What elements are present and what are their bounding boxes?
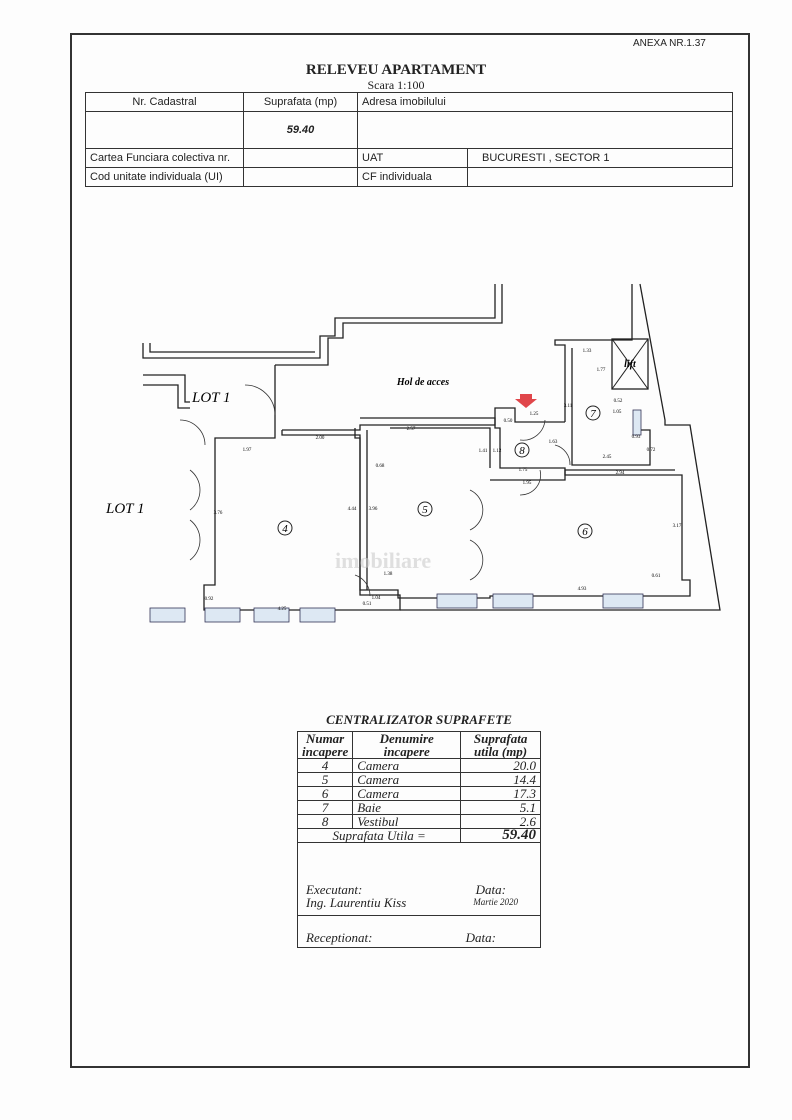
room-numbers: 4 5 6 7 8: [277, 405, 601, 539]
room-nr: 8: [296, 814, 354, 829]
adresa-label: Adresa imobilului: [357, 92, 733, 112]
lot-label-left: LOT 1: [105, 501, 145, 517]
dimension-label: 2.00: [316, 436, 325, 441]
hol-label: Hol de acces: [396, 377, 449, 388]
room-area: 20.0: [460, 758, 541, 773]
lift-label: lift: [624, 359, 637, 370]
data-label-2: Data:: [465, 930, 496, 945]
annex-label: ANEXA NR.1.37: [633, 38, 706, 49]
dimension-label: 4.44: [348, 507, 357, 512]
room-number: 8: [519, 445, 525, 457]
dimension-label: 0.92: [205, 597, 214, 602]
lift-shaft: lift: [611, 338, 649, 390]
dimension-label: 4.25: [278, 607, 287, 612]
dimension-label: 1.12: [493, 449, 502, 454]
entrance-arrow-icon: [515, 394, 537, 408]
dimension-label: 0.72: [647, 448, 656, 453]
scale-label: Scara 1:100: [367, 78, 425, 92]
room-number: 7: [590, 408, 596, 420]
data-value: Martie 2020: [473, 897, 518, 907]
dimension-label: 3.17: [673, 524, 682, 529]
cod-ui-label: Cod unitate individuala (UI): [85, 167, 244, 187]
dimension-label: 0.50: [504, 419, 513, 424]
room-area: 17.3: [460, 786, 541, 801]
dimension-label: 0.93: [632, 435, 641, 440]
dimension-label: 3.76: [214, 511, 223, 516]
header-table: Nr. Cadastral Suprafata (mp) Adresa imob…: [85, 92, 733, 187]
room-number: 4: [282, 523, 288, 535]
room-name: Vestibul: [352, 814, 462, 829]
suprafata-value: 59.40: [243, 111, 358, 149]
dimension-label: 0.68: [376, 464, 385, 469]
room-area: 14.4: [460, 772, 541, 787]
dimension-label: 1.38: [384, 572, 393, 577]
room-nr: 7: [296, 800, 354, 815]
total-value: 59.40: [460, 828, 541, 843]
dimension-label: 1.63: [549, 440, 558, 445]
room-number: 6: [582, 526, 588, 538]
walls: [142, 283, 721, 611]
dimension-label: 3.96: [369, 507, 378, 512]
page-frame: [70, 33, 750, 1068]
cf-individuala-label: CF individuala: [357, 167, 468, 187]
watermark: imobiliare: [335, 548, 431, 573]
dimension-label: 1.25: [530, 412, 539, 417]
document-title: RELEVEU APARTAMENT: [305, 62, 487, 78]
cf-individuala-value: [467, 167, 733, 187]
cf-colectiva-label: Cartea Funciara colectiva nr.: [85, 148, 244, 168]
header-name: Denumire incapere: [352, 731, 462, 759]
room-name: Baie: [352, 800, 462, 815]
dimension-label: 1.33: [583, 349, 592, 354]
header-nr: Numar incapere: [296, 731, 354, 759]
data-label: Data:: [475, 882, 506, 897]
dimension-label: 1.75: [519, 468, 528, 473]
summary-table: Numar incapere Denumire incapere Suprafa…: [296, 731, 541, 948]
room-number: 5: [422, 504, 428, 516]
nr-cadastral-value: [85, 111, 244, 149]
dimension-label: 0.52: [614, 399, 623, 404]
dimension-label: 1.05: [613, 410, 622, 415]
room-name: Camera: [352, 786, 462, 801]
dimension-label: 3.11: [564, 404, 573, 409]
total-label: Suprafata Utila =: [296, 828, 462, 843]
receptionat-label: Receptionat:: [306, 930, 373, 945]
dimension-label: 0.61: [652, 574, 661, 579]
nr-cadastral-label: Nr. Cadastral: [85, 92, 244, 112]
lot-label-top: LOT 1: [191, 390, 231, 406]
header-area: Suprafata utila (mp): [460, 731, 541, 759]
dimension-label: 2.57: [407, 427, 416, 432]
dimension-label: 1.95: [523, 481, 532, 486]
dimension-labels: 2.00 1.97 2.57 0.68 3.76 4.44 3.96 1.38 …: [205, 349, 682, 612]
dimension-label: 2.45: [603, 455, 612, 460]
executant-label: Executant:: [306, 882, 363, 897]
room-area: 5.1: [460, 800, 541, 815]
dimension-label: 1.41: [479, 449, 488, 454]
dimension-label: 0.51: [363, 602, 372, 607]
suprafata-label: Suprafata (mp): [243, 92, 358, 112]
doors: [179, 384, 571, 597]
summary-title: CENTRALIZATOR SUPRAFETE: [326, 712, 512, 727]
room-nr: 5: [296, 772, 354, 787]
room-nr: 4: [296, 758, 354, 773]
room-name: Camera: [352, 772, 462, 787]
executant-name: Ing. Laurentiu Kiss: [306, 895, 407, 910]
dimension-label: 1.77: [597, 368, 606, 373]
dimension-label: 1.04: [372, 596, 381, 601]
room-nr: 6: [296, 786, 354, 801]
dimension-label: 2.94: [616, 471, 625, 476]
room-name: Camera: [352, 758, 462, 773]
dimension-label: 1.97: [243, 448, 252, 453]
dimension-label: 4.93: [578, 587, 587, 592]
windows: [149, 409, 644, 623]
